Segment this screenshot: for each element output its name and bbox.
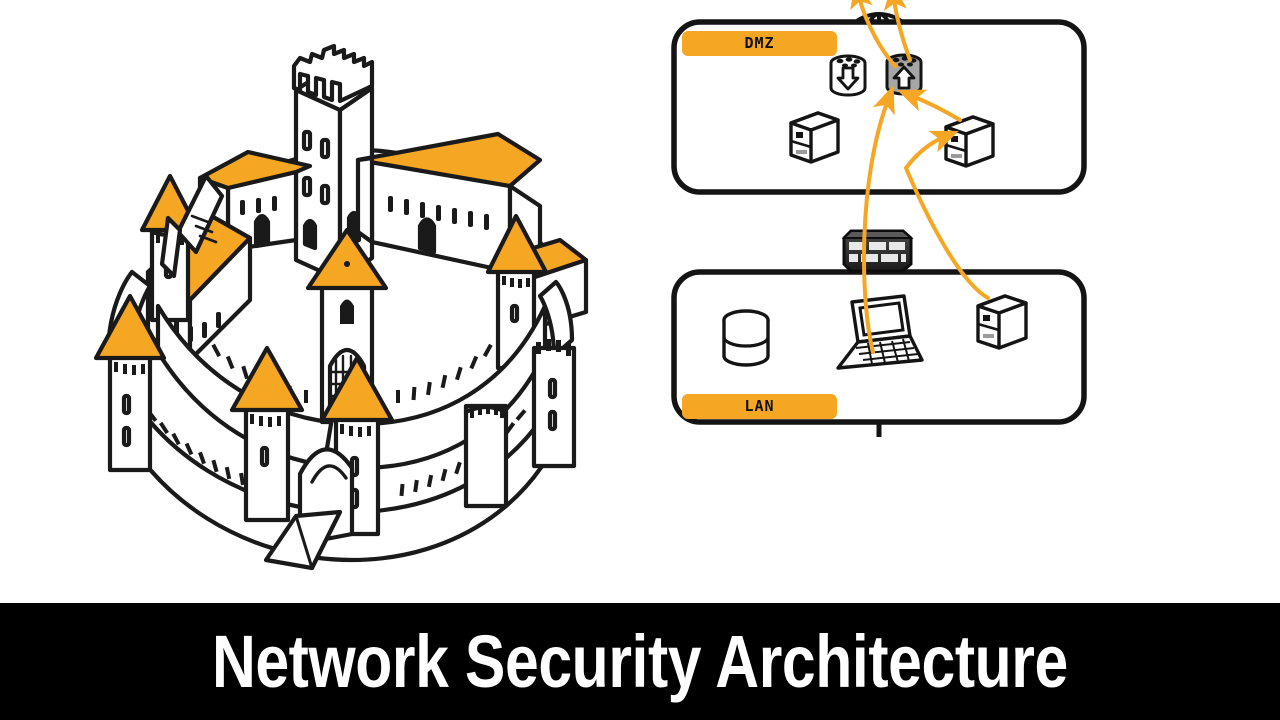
page-title: Network Security Architecture: [212, 619, 1068, 703]
flow-lan-to-dmz-drum: [862, 85, 895, 354]
tower-outer-farright: [531, 339, 577, 469]
castle-illustration: [0, 0, 660, 600]
castle-stairs: [159, 173, 225, 279]
firewall-icon-internal: [841, 229, 914, 273]
outer-wall-right-back: [537, 279, 575, 359]
flow-dmz-to-internet-1: [850, 0, 897, 68]
inner-wall-crenellations: [211, 343, 493, 403]
flow-dmzserver-to-drum: [897, 89, 962, 122]
server-icon-dmz-left: [789, 111, 840, 164]
zone-label-dmz-text: DMZ: [744, 34, 775, 52]
server-icon-lan: [976, 294, 1028, 350]
castle-drawbridge: [263, 447, 355, 571]
network-diagram-drawing: [671, 0, 1087, 437]
title-bar: Network Security Architecture: [0, 603, 1280, 720]
tower-outer-right: [463, 403, 509, 509]
castle-drawing: [93, 43, 589, 571]
laptop-icon: [836, 294, 924, 370]
tower-outer-left: [93, 293, 167, 473]
drum-download-icon: [829, 54, 867, 97]
network-diagram: DMZ LAN: [660, 0, 1280, 600]
zone-label-lan: LAN: [682, 394, 837, 419]
flow-arrows: [850, 0, 990, 354]
database-icon: [722, 309, 770, 367]
zone-label-lan-text: LAN: [744, 397, 775, 415]
flow-lanserver-to-dmzserver: [903, 130, 990, 300]
tower-outer-midleft: [229, 345, 305, 523]
zone-label-dmz: DMZ: [682, 31, 837, 56]
server-icon-dmz-right: [944, 115, 995, 168]
flow-dmz-to-internet-2: [883, 0, 912, 62]
